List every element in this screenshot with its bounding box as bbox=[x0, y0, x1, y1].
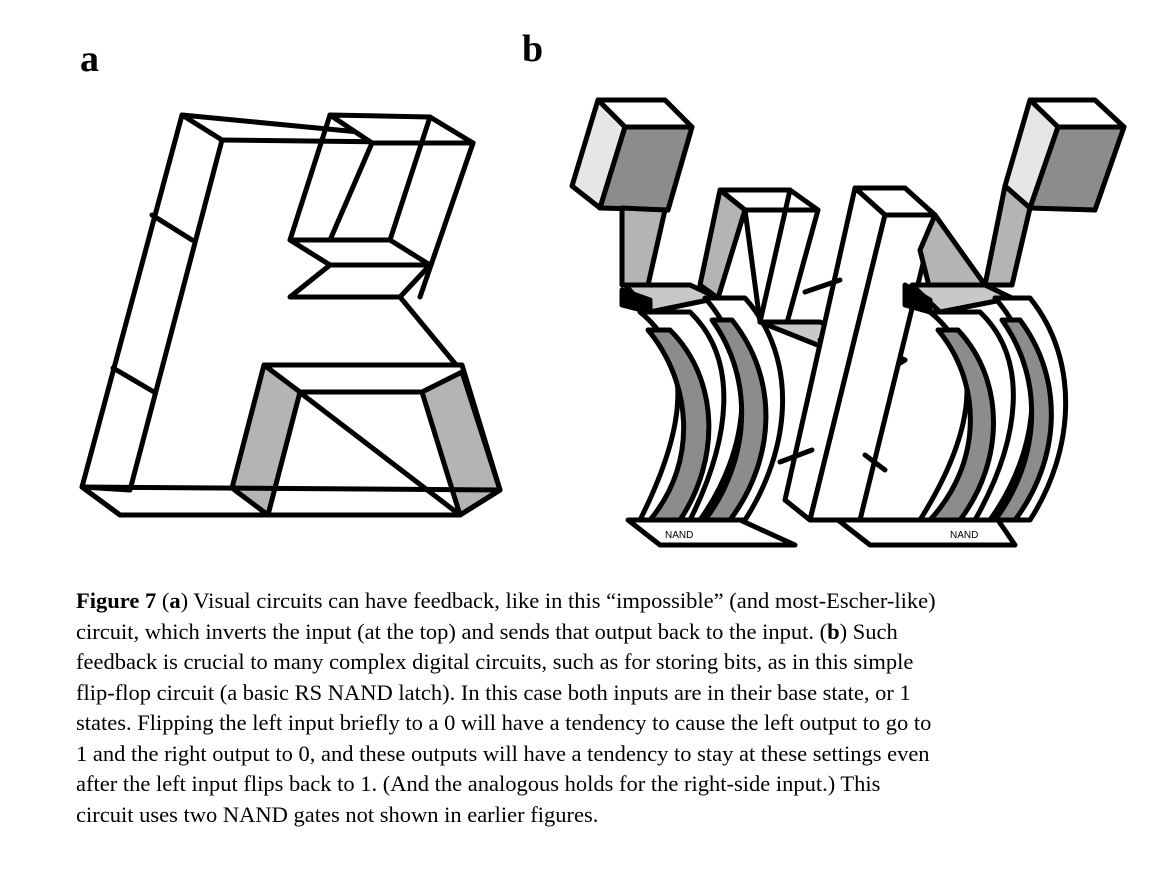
nand-latch-illustration bbox=[569, 97, 1127, 548]
nand-label-left: NAND bbox=[665, 530, 693, 541]
caption-text: circuit, which inverts the input (at the… bbox=[76, 618, 828, 644]
caption-bold-text: b bbox=[827, 618, 840, 644]
panel-label-b: b bbox=[522, 28, 544, 70]
caption-text: ) Such bbox=[839, 618, 898, 644]
nand-label-right: NAND bbox=[950, 530, 978, 541]
caption-text: ( bbox=[156, 588, 170, 613]
caption-text: ) Visual circuits can have feedback, lik… bbox=[180, 588, 936, 613]
caption-line: 1 and the right output to 0, and these o… bbox=[76, 739, 1156, 770]
caption-text: after the left input flips back to 1. (A… bbox=[76, 771, 881, 796]
caption-line: flip-flop circuit (a basic RS NAND latch… bbox=[76, 678, 1156, 709]
caption-text: 1 and the right output to 0, and these o… bbox=[76, 740, 930, 766]
caption-text: circuit uses two NAND gates not shown in… bbox=[76, 801, 599, 827]
caption-line: circuit, which inverts the input (at the… bbox=[76, 617, 1156, 648]
figure-caption: Figure 7 (a) Visual circuits can have fe… bbox=[76, 586, 1156, 830]
caption-text: states. Flipping the left input briefly … bbox=[76, 710, 932, 735]
caption-bold-text: a bbox=[169, 588, 181, 613]
figure-illustrations: NAND NAND bbox=[79, 97, 1127, 548]
caption-text: feedback is crucial to many complex digi… bbox=[76, 649, 914, 674]
panel-label-a: a bbox=[80, 38, 99, 80]
caption-text: flip-flop circuit (a basic RS NAND latch… bbox=[76, 679, 911, 705]
caption-line: Figure 7 (a) Visual circuits can have fe… bbox=[76, 586, 1156, 617]
caption-line: circuit uses two NAND gates not shown in… bbox=[76, 800, 1156, 831]
impossible-circuit-illustration bbox=[79, 112, 503, 518]
caption-line: after the left input flips back to 1. (A… bbox=[76, 769, 1156, 800]
caption-bold-text: Figure 7 bbox=[76, 588, 157, 613]
caption-line: states. Flipping the left input briefly … bbox=[76, 708, 1156, 739]
caption-line: feedback is crucial to many complex digi… bbox=[76, 647, 1156, 678]
